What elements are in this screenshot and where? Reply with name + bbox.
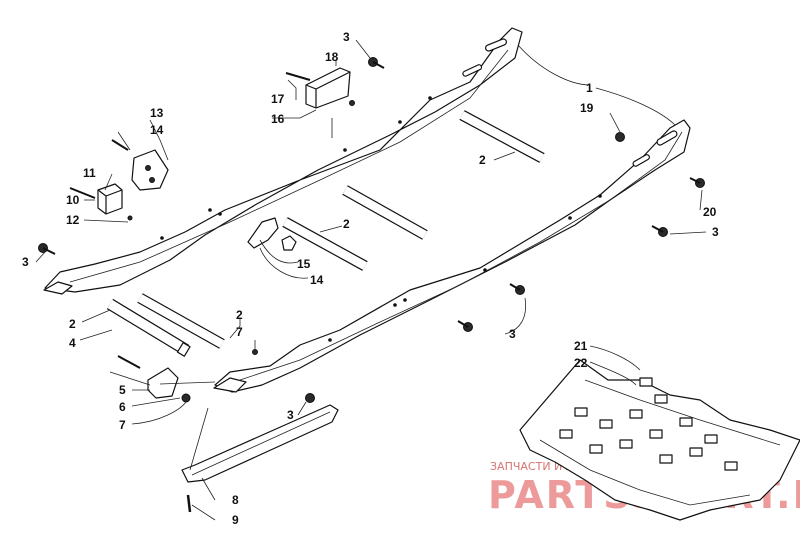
callout-16: 16 [271,112,285,126]
cross-shaft-middle [342,185,428,240]
callout-3: 3 [712,225,719,239]
callout-22: 22 [574,356,588,370]
callout-21: 21 [574,339,588,353]
bolt-19 [615,132,625,142]
callout-3: 3 [343,30,350,44]
rail-left [44,27,523,293]
callout-5: 5 [119,383,126,397]
track-21 [519,359,800,521]
callout-17: 17 [271,92,285,106]
bolt-3b [651,225,668,237]
callout-1: 1 [586,81,593,95]
front-shaft [137,293,225,349]
callout-13: 13 [150,106,164,120]
bolts [38,57,705,403]
callout-12: 12 [66,213,80,227]
rail-right [214,119,691,393]
callout-7: 7 [236,325,243,339]
bracket-13-14 [111,139,169,191]
callout-18: 18 [325,50,339,64]
bolt-3e [457,320,473,332]
bolt-3a [368,57,385,69]
cross-shaft-upper [459,110,545,163]
callout-9: 9 [232,513,239,527]
callout-labels: 1 3 18 19 17 16 13 14 2 11 20 10 12 2 3 … [22,30,719,527]
callout-2: 2 [343,217,350,231]
callout-15: 15 [297,257,311,271]
callout-19: 19 [580,101,594,115]
callout-2: 2 [236,308,243,322]
callout-3: 3 [287,408,294,422]
callout-14: 14 [150,123,164,137]
track-lugs [559,377,738,471]
bumper-block-11 [69,183,133,221]
bolt-20 [689,177,705,188]
callout-3: 3 [22,255,29,269]
callout-8: 8 [232,493,239,507]
upper-bracket-18 [285,67,355,109]
callout-3: 3 [509,327,516,341]
leader-lines [35,39,707,521]
bumper-bracket-5-6 [117,355,191,403]
callout-6: 6 [119,400,126,414]
rear-axle-shaft [106,298,191,357]
callout-11: 11 [83,166,96,180]
callout-2: 2 [69,317,76,331]
bolt-3f [305,393,315,403]
rail-tip-caps [43,281,247,393]
callout-2: 2 [479,153,486,167]
cross-shafts [106,110,545,357]
callout-7: 7 [119,418,126,432]
cross-shaft-lower [282,217,368,271]
callout-14: 14 [310,273,324,287]
callout-20: 20 [703,205,717,219]
center-bracket-14-15 [247,217,297,251]
bolt-3d [509,283,525,295]
callout-10: 10 [66,193,80,207]
bolt-3c [38,243,56,255]
callout-4: 4 [69,336,76,350]
wear-strip-8 [181,404,339,513]
